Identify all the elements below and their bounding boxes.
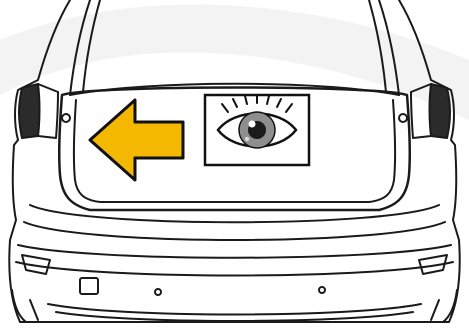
lower-diffuser	[48, 304, 421, 315]
eye-icon	[205, 95, 309, 165]
hitch-cover	[80, 278, 98, 294]
right-tail-light	[430, 84, 451, 138]
left-tail-light	[19, 84, 40, 138]
shoulder-line	[30, 205, 439, 222]
bumper-upper	[18, 245, 451, 258]
arrow-left-icon	[90, 100, 183, 180]
